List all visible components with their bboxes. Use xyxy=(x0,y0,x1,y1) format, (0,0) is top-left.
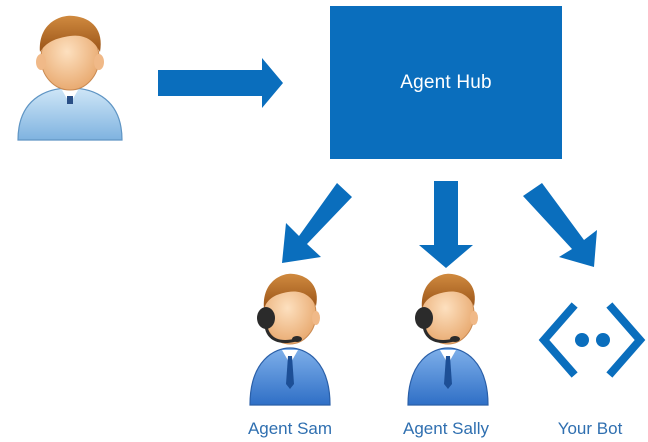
agent-hub-box: Agent Hub xyxy=(330,6,562,159)
agent-hub-label: Agent Hub xyxy=(400,71,492,93)
agent-sally-label: Agent Sally xyxy=(403,419,489,438)
arrow-user-to-hub xyxy=(158,58,283,108)
agent-sam-label: Agent Sam xyxy=(247,419,333,438)
agent-sam-icon xyxy=(249,273,331,406)
arrow-hub-to-agent-sam xyxy=(282,183,352,263)
arrow-hub-to-your-bot xyxy=(523,183,597,267)
user-icon xyxy=(17,15,123,141)
arrow-hub-to-agent-sally xyxy=(419,181,473,268)
agent-sally-icon xyxy=(407,273,489,406)
your-bot-label: Your Bot xyxy=(557,419,623,438)
bot-icon xyxy=(538,302,646,378)
